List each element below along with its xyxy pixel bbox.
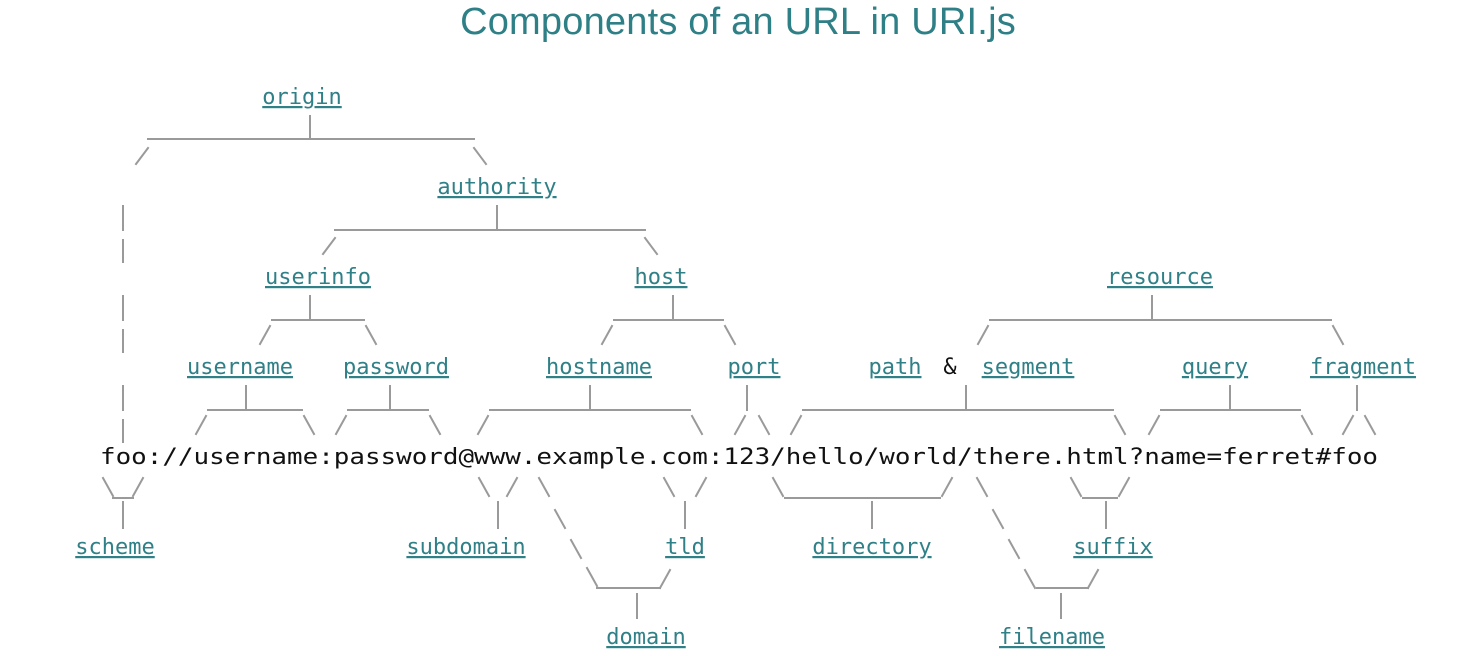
label-path[interactable]: path bbox=[869, 355, 922, 380]
label-tld[interactable]: tld bbox=[665, 535, 705, 560]
fragment-connector bbox=[1341, 385, 1377, 436]
path-segment-connector bbox=[789, 385, 1127, 436]
hostname-connector bbox=[476, 385, 704, 436]
resource-connector bbox=[976, 295, 1345, 346]
query-connector bbox=[1147, 385, 1314, 436]
authority-connector bbox=[321, 205, 659, 256]
label-query[interactable]: query bbox=[1182, 355, 1248, 380]
connector-lines bbox=[101, 115, 1377, 619]
label-resource[interactable]: resource bbox=[1107, 265, 1213, 290]
domain-connector bbox=[537, 476, 672, 619]
label-subdomain[interactable]: subdomain bbox=[406, 535, 525, 560]
label-fragment[interactable]: fragment bbox=[1310, 355, 1416, 380]
label-domain[interactable]: domain bbox=[606, 625, 685, 650]
example-url: foo://username:password@www.example.com:… bbox=[100, 445, 1378, 470]
label-password[interactable]: password bbox=[343, 355, 449, 380]
password-connector bbox=[334, 385, 442, 436]
username-connector bbox=[194, 385, 316, 436]
scheme-bottom-connector bbox=[101, 476, 145, 529]
port-connector bbox=[733, 385, 771, 436]
userinfo-connector bbox=[258, 295, 378, 346]
label-host[interactable]: host bbox=[635, 265, 688, 290]
tld-connector bbox=[662, 476, 708, 529]
origin-connector bbox=[134, 115, 488, 166]
filename-connector bbox=[975, 476, 1100, 619]
label-userinfo[interactable]: userinfo bbox=[265, 265, 371, 290]
label-origin[interactable]: origin bbox=[262, 85, 341, 110]
directory-connector bbox=[771, 476, 954, 529]
ampersand: & bbox=[943, 355, 957, 380]
label-directory[interactable]: directory bbox=[812, 535, 931, 560]
label-hostname[interactable]: hostname bbox=[546, 355, 652, 380]
label-suffix[interactable]: suffix bbox=[1073, 535, 1152, 560]
suffix-connector bbox=[1069, 476, 1131, 529]
component-labels: origin authority userinfo host resource … bbox=[75, 85, 1416, 650]
label-username[interactable]: username bbox=[187, 355, 293, 380]
label-authority[interactable]: authority bbox=[437, 175, 556, 200]
diagram-title: Components of an URL in URI.js bbox=[460, 1, 1016, 43]
label-port[interactable]: port bbox=[728, 355, 781, 380]
host-connector bbox=[600, 295, 737, 346]
label-segment[interactable]: segment bbox=[982, 355, 1075, 380]
label-filename[interactable]: filename bbox=[999, 625, 1105, 650]
label-scheme[interactable]: scheme bbox=[75, 535, 154, 560]
subdomain-connector bbox=[477, 476, 519, 529]
